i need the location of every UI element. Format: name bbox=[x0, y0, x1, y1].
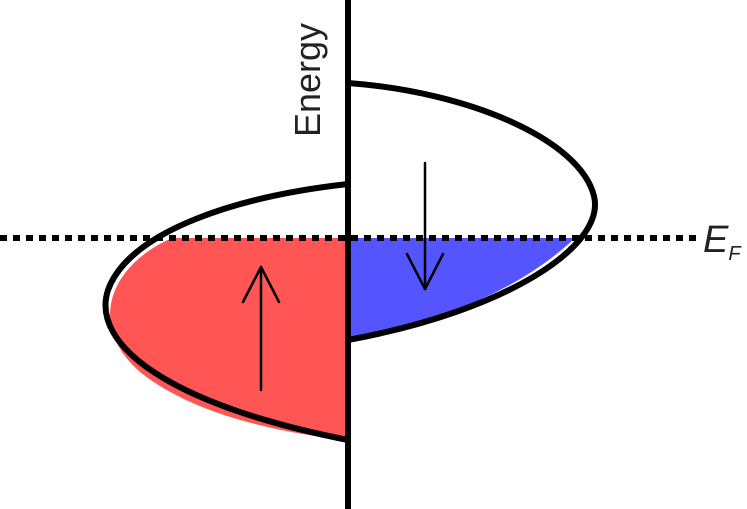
spin-up-filled-region bbox=[110, 238, 348, 440]
energy-axis-label: Energy bbox=[287, 23, 328, 137]
fermi-level-symbol: E bbox=[703, 219, 729, 261]
spin-up-arrow bbox=[241, 265, 281, 392]
spin-down-filled-region bbox=[348, 238, 575, 340]
spin-up-band-outline bbox=[102, 181, 351, 443]
fermi-level-label: EF bbox=[703, 219, 742, 265]
spin-down-arrow bbox=[405, 161, 445, 291]
fermi-level-subscript: F bbox=[728, 243, 742, 265]
spin-down-band-outline bbox=[345, 80, 598, 343]
